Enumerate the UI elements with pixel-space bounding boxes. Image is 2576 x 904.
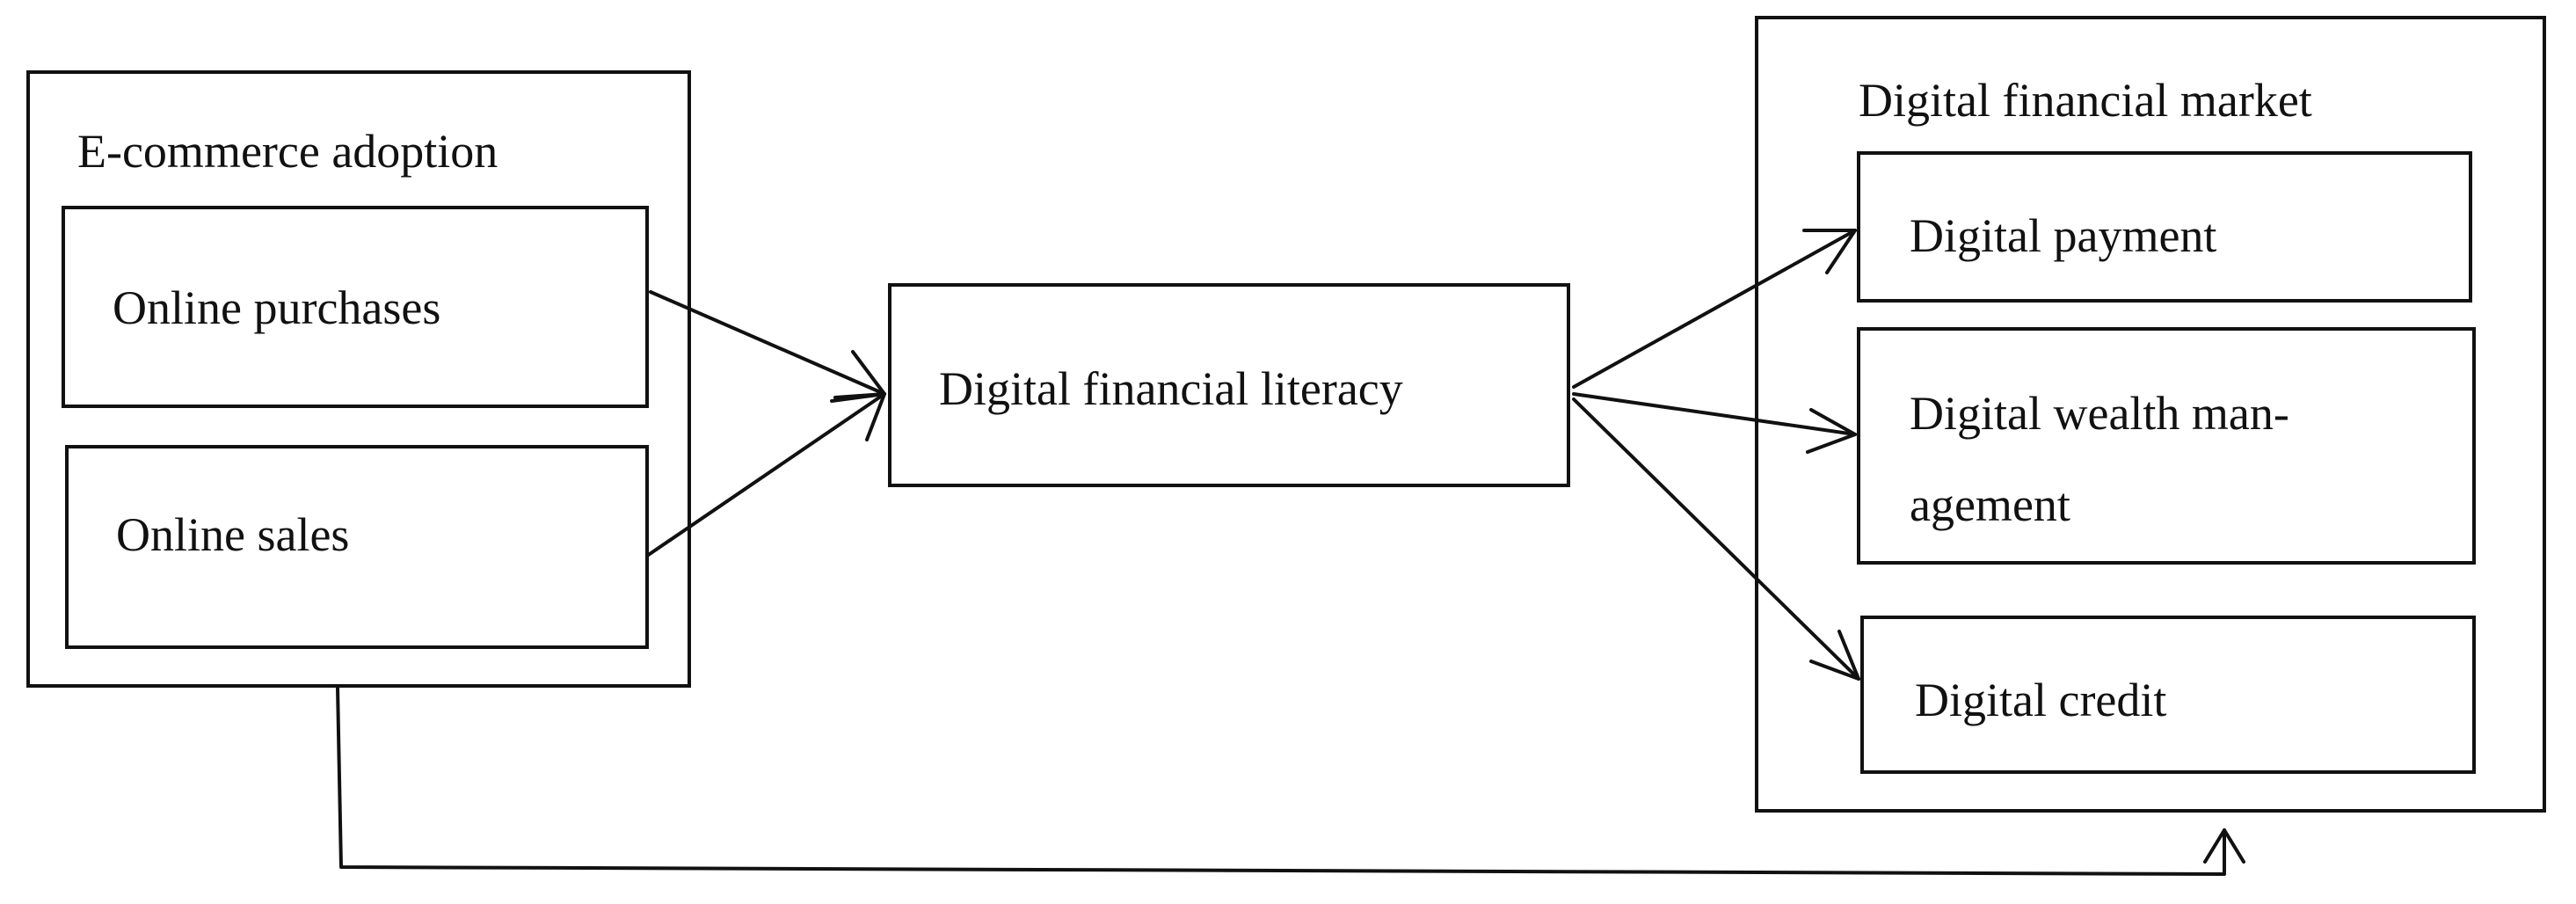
digital-credit-label: Digital credit (1915, 674, 2167, 726)
arrowhead-purchases-to-literacy (830, 350, 886, 403)
digital-financial-market-title: Digital financial market (1859, 74, 2312, 127)
online-purchases-label: Online purchases (113, 281, 441, 334)
online-purchases-box (62, 206, 649, 408)
digital-wealth-management-label-line2: agement (1910, 478, 2070, 531)
ecommerce-adoption-title: E-commerce adoption (77, 125, 498, 178)
digital-financial-literacy-box (888, 283, 1570, 487)
digital-payment-label: Digital payment (1910, 209, 2217, 262)
digital-wealth-management-label-line1: Digital wealth man- (1910, 387, 2289, 440)
arrowhead-sales-to-literacy (833, 392, 886, 441)
online-sales-label: Online sales (116, 508, 350, 561)
digital-financial-literacy-label: Digital financial literacy (939, 362, 1403, 415)
digital-payment-box (1857, 151, 2472, 303)
arrowhead-ecommerce-to-market (2203, 828, 2245, 864)
